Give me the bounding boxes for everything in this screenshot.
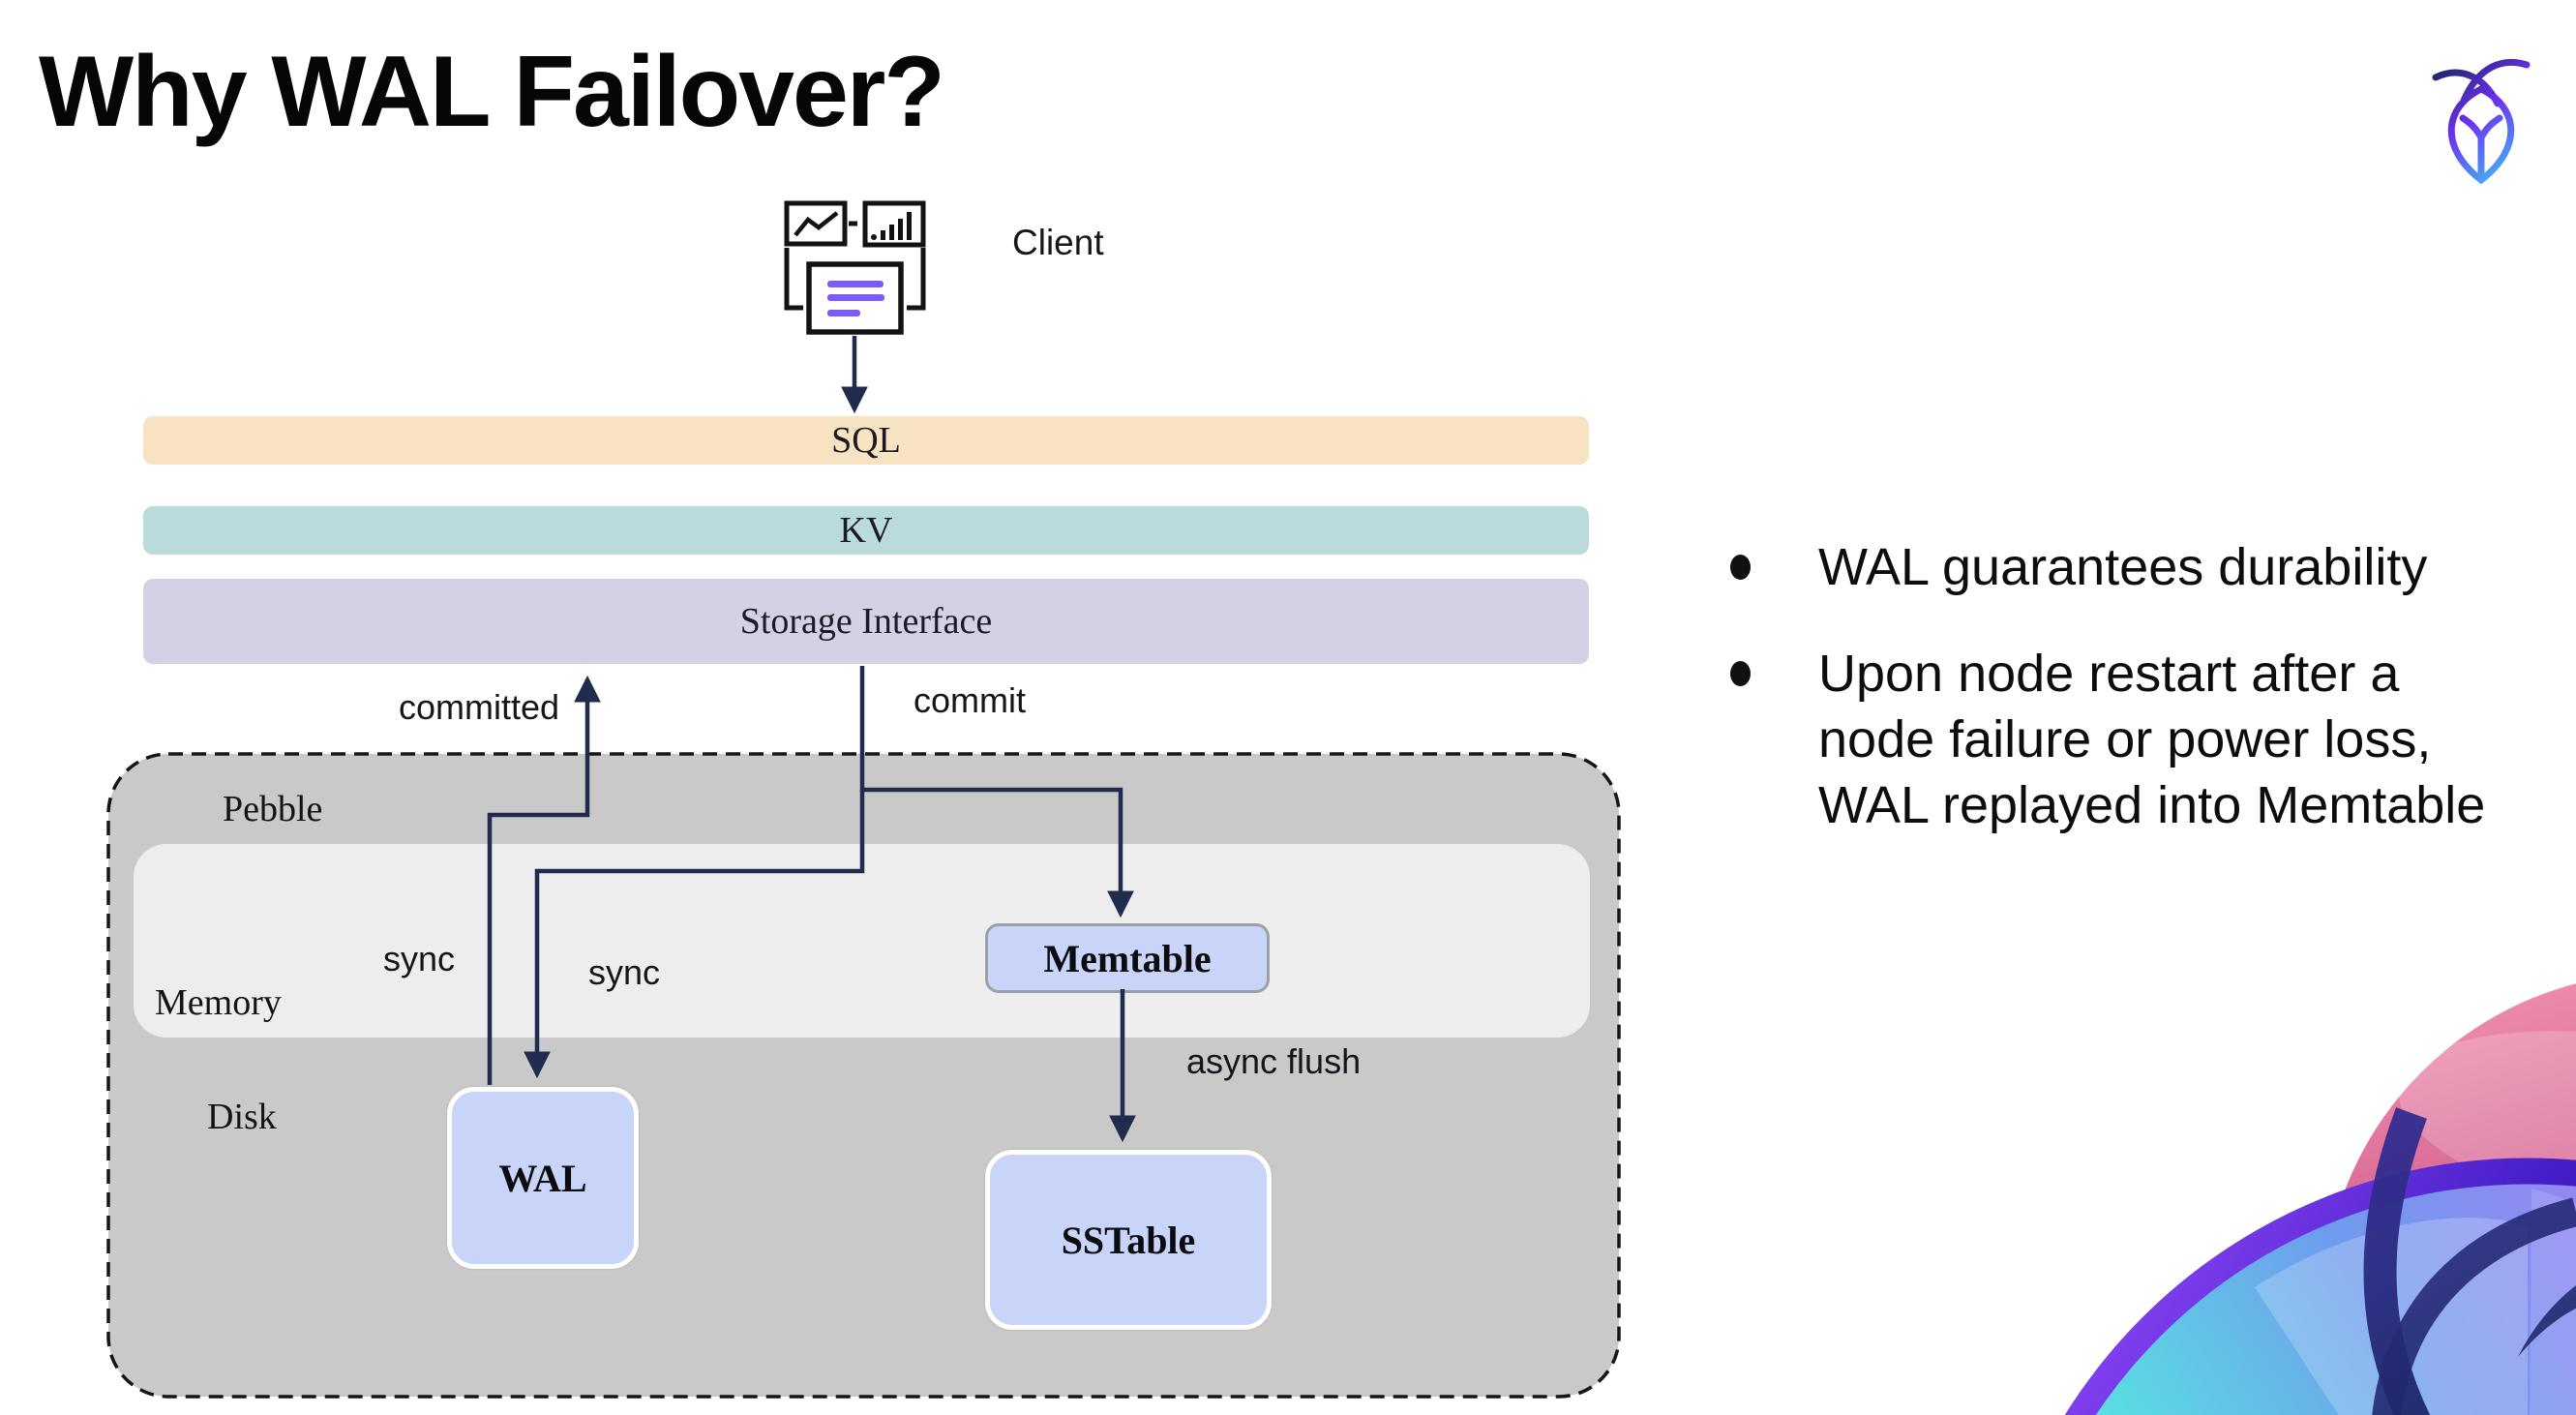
bar-chart-icon xyxy=(862,200,926,248)
wal-node-label: WAL xyxy=(498,1156,587,1200)
client-label: Client xyxy=(1012,223,1104,262)
art-blue-circle xyxy=(2080,1171,2576,1415)
line-chart-icon xyxy=(784,200,848,247)
edge-label-commit: commit xyxy=(914,680,1026,720)
edge-label-sync-commit: sync xyxy=(588,952,661,992)
layer-storage-interface-bar: Storage Interface xyxy=(143,579,1589,664)
sstable-node: SSTable xyxy=(985,1150,1272,1330)
cockroachdb-logo-icon xyxy=(2432,58,2531,185)
pebble-label: Pebble xyxy=(223,789,323,829)
document-icon xyxy=(806,261,904,335)
memtable-node: Memtable xyxy=(985,923,1270,993)
client-icon xyxy=(784,200,926,335)
layer-sql-bar: SQL xyxy=(143,416,1589,465)
slide-title: Why WAL Failover? xyxy=(39,36,945,148)
bracket-left xyxy=(784,248,803,311)
bullet-list: WAL guarantees durability Upon node rest… xyxy=(1724,534,2508,838)
wal-node: WAL xyxy=(447,1087,639,1269)
bullet-item: Upon node restart after a node failure o… xyxy=(1724,641,2508,838)
disk-label: Disk xyxy=(207,1097,277,1137)
art-purple-ring xyxy=(2064,1158,2576,1415)
memory-band xyxy=(134,844,1590,1038)
edge-label-async-flush: async flush xyxy=(1186,1041,1362,1081)
layer-storage-interface-label: Storage Interface xyxy=(739,601,993,642)
brand-sphere-artwork xyxy=(2064,983,2576,1415)
pebble-container xyxy=(106,752,1621,1399)
layer-kv-bar: KV xyxy=(143,506,1589,555)
memtable-node-label: Memtable xyxy=(1043,936,1212,980)
edge-label-committed: committed xyxy=(399,687,560,727)
bracket-right xyxy=(907,248,926,311)
bullet-item: WAL guarantees durability xyxy=(1724,534,2508,600)
layer-sql-label: SQL xyxy=(831,420,901,461)
layer-kv-label: KV xyxy=(839,510,893,551)
sstable-node-label: SSTable xyxy=(1061,1218,1196,1262)
edge-label-sync-committed: sync xyxy=(383,939,456,978)
memory-label: Memory xyxy=(155,982,282,1023)
